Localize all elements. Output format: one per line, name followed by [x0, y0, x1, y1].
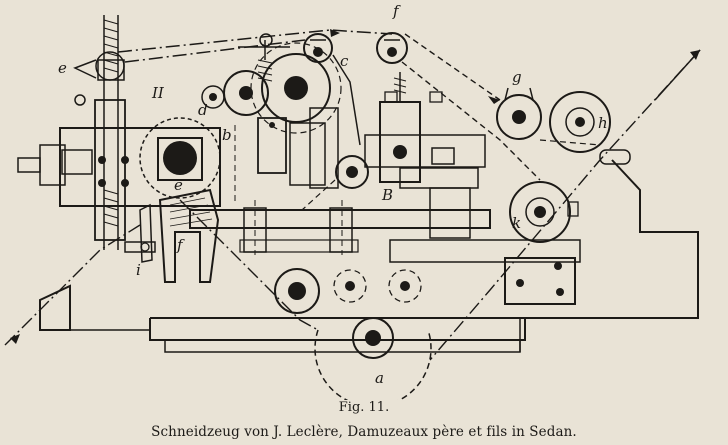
- label-f-lower: f: [176, 236, 185, 254]
- roller-c-f: [303, 32, 408, 189]
- figure-label: Fig. 11.: [338, 400, 390, 415]
- label-B: B: [381, 186, 393, 204]
- lower-pulley: [274, 268, 320, 314]
- part-letters: a h g k f c d b e II B i e f: [58, 2, 608, 387]
- machine-drawing: a h g k f c d b e II B i e f: [4, 2, 701, 400]
- label-i: i: [136, 261, 141, 279]
- pulley-a: [314, 269, 432, 400]
- right-rollers: [496, 87, 631, 243]
- machine-frame: [39, 159, 699, 353]
- left-cutter-housing: [17, 99, 236, 241]
- label-h: h: [598, 114, 608, 132]
- label-c: c: [340, 52, 349, 70]
- label-f: f: [392, 2, 401, 20]
- label-II: II: [151, 84, 165, 102]
- pulley-e: [73, 51, 125, 81]
- label-e-lower: e: [174, 176, 183, 194]
- bed-plate: [189, 187, 581, 305]
- label-a: a: [375, 369, 384, 387]
- figure-caption: Schneidzeug von J. Leclère, Damuzeaux pè…: [151, 424, 577, 440]
- threaded-spindle: [74, 15, 156, 253]
- upper-rollers: [201, 33, 342, 189]
- label-k: k: [512, 214, 521, 232]
- label-g: g: [512, 68, 522, 86]
- belts: [4, 29, 701, 361]
- label-e: e: [58, 59, 67, 77]
- cutting-shoe: [139, 188, 220, 283]
- central-column: [364, 72, 486, 189]
- label-d: d: [198, 101, 208, 119]
- label-b: b: [222, 126, 232, 144]
